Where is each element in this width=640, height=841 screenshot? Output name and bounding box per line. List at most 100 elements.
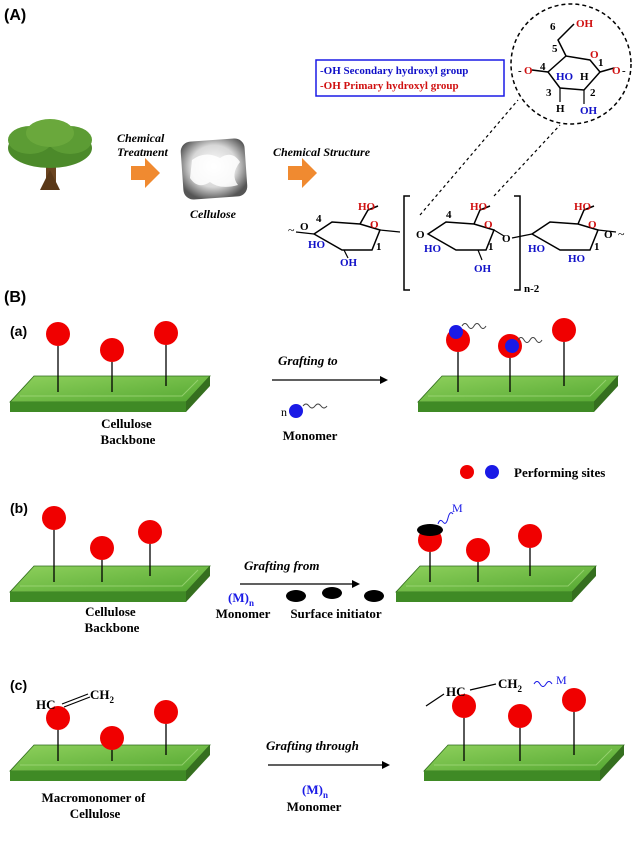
ring-number-6: 6: [550, 21, 556, 33]
glucose-ring-zoom: OH 6 5 O 4 O - HO 1 O - H 3 2 H OH: [510, 3, 632, 125]
plate-top: [423, 744, 625, 772]
svg-text:O: O: [604, 229, 613, 241]
red-site: [154, 700, 178, 724]
surface-initiator-icons: [286, 587, 384, 602]
process-arrow-1: [131, 158, 160, 188]
svg-text:OH: OH: [474, 263, 492, 275]
panel-c-label: (c): [10, 677, 27, 693]
svg-text:O: O: [370, 219, 379, 231]
ring-number-1: 1: [598, 57, 604, 69]
svg-text:HO: HO: [568, 253, 586, 265]
ring-number-4: 4: [540, 61, 546, 73]
grafting-through-label: Grafting through: [266, 738, 359, 753]
red-site: [46, 322, 70, 346]
svg-text:HO: HO: [528, 243, 546, 255]
plate-front: [424, 771, 600, 781]
red-site: [518, 524, 542, 548]
red-site: [138, 520, 162, 544]
svg-text:HO: HO: [556, 71, 574, 83]
panel-c-monomer-formula: (M)n: [302, 782, 328, 800]
cellulose-chain-structure: ~ O 4 HO O HO 1 OH n-2 O 4 HO O HO 1 OH …: [288, 195, 625, 295]
plate-side: [186, 566, 210, 602]
svg-text:4: 4: [446, 209, 452, 221]
svg-text:HO: HO: [308, 239, 326, 251]
red-site: [154, 321, 178, 345]
section-a-label: (A): [4, 7, 26, 24]
grafting-through-arrow: [268, 761, 390, 769]
red-site: [90, 536, 114, 560]
legend-primary: -OH Primary hydroxyl group: [320, 80, 459, 92]
svg-text:~: ~: [618, 227, 625, 241]
cellulose-fibre-image: [180, 138, 248, 200]
polymer-ch2-label: CH2: [498, 676, 523, 694]
cellulose-backbone-plate: [9, 506, 211, 602]
red-site: [466, 538, 490, 562]
plate-top: [395, 565, 597, 593]
svg-text:OH: OH: [580, 105, 598, 117]
blue-site: [449, 325, 463, 339]
red-site: [508, 704, 532, 728]
grafted-backbone-plate: [417, 318, 619, 412]
chemical-treatment-line-1: Chemical: [117, 131, 165, 145]
grafted-backbone-plate: M: [395, 501, 597, 602]
svg-text:1: 1: [376, 241, 382, 253]
red-site: [552, 318, 576, 342]
process-arrow-2: [288, 158, 317, 188]
red-site: [562, 688, 586, 712]
plate-front: [396, 592, 572, 602]
svg-text:O: O: [588, 219, 597, 231]
legend-secondary: -OH Secondary hydroxyl group: [320, 65, 468, 77]
polymer-chain: [461, 323, 487, 329]
plate-front: [10, 771, 186, 781]
svg-text:O: O: [590, 49, 599, 61]
plate-side: [186, 376, 210, 412]
panel-a-backbone-label: Cellulose Backbone: [101, 416, 156, 447]
blue-site: [505, 339, 519, 353]
chemical-structure-label: Chemical Structure: [273, 145, 371, 159]
chemical-treatment-line-2: Treatment: [117, 145, 169, 159]
svg-text:H: H: [556, 103, 565, 115]
svg-text:O: O: [612, 65, 621, 77]
polymer-chain: [437, 512, 454, 525]
plate-front: [418, 402, 594, 412]
chemical-treatment-label: Chemical Treatment: [117, 131, 169, 159]
svg-text:O: O: [300, 221, 309, 233]
ring-number-5: 5: [552, 43, 558, 55]
cellulose-backbone-plate: [9, 321, 211, 412]
repeat-subscript: n-2: [524, 283, 540, 295]
tree-icon: [8, 119, 92, 190]
grafting-to-label: Grafting to: [278, 353, 338, 368]
svg-text:O: O: [502, 233, 511, 245]
legend-blue-site: [485, 465, 499, 479]
svg-text:HO: HO: [424, 243, 442, 255]
panel-b-label: (b): [10, 500, 28, 516]
red-site: [46, 706, 70, 730]
surface-initiator-label: Surface initiator: [290, 606, 382, 621]
svg-text:1: 1: [488, 241, 494, 253]
plate-side: [600, 745, 624, 781]
polymer-hc-label: HC: [446, 684, 466, 699]
cellulose-backbone-plate: [9, 700, 211, 781]
grafting-to-arrow: [272, 376, 388, 384]
initiator-cap: [417, 524, 443, 536]
plate-side: [594, 376, 618, 412]
panel-b-monomer-label: Monomer: [216, 606, 271, 621]
hydroxyl-legend: -OH Secondary hydroxyl group -OH Primary…: [315, 59, 505, 97]
svg-text:O: O: [484, 219, 493, 231]
panel-b-backbone-label: Cellulose Backbone: [85, 604, 140, 635]
svg-text:OH: OH: [340, 257, 358, 269]
panel-c-monomer-label: Monomer: [287, 799, 342, 814]
svg-text:O: O: [416, 229, 425, 241]
svg-text:1: 1: [594, 241, 600, 253]
plate-top: [9, 375, 211, 403]
red-site: [42, 506, 66, 530]
panel-a-label: (a): [10, 323, 27, 339]
red-site: [452, 694, 476, 718]
vinyl-ch2-label: CH2: [90, 687, 115, 705]
grafting-from-label: Grafting from: [244, 558, 319, 573]
grafted-backbone-plate: [423, 688, 625, 781]
legend-red-site: [460, 465, 474, 479]
svg-text:HO: HO: [358, 201, 376, 213]
polymer-m-label: M: [556, 673, 567, 687]
